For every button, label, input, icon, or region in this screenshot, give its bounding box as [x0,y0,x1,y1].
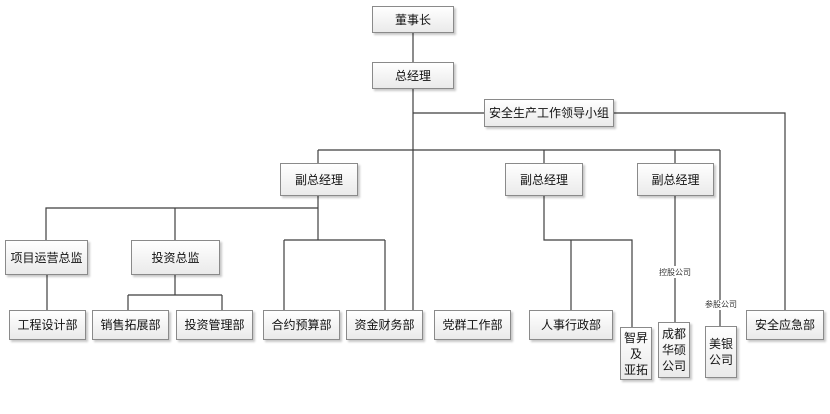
node-chengdu-huashuo: 成都 华硕 公司 [658,322,690,378]
node-safety-emergency: 安全应急部 [746,310,824,340]
edge-invest [127,275,223,310]
node-sales-expansion: 销售拓展部 [92,310,169,340]
node-investment-director: 投资总监 [131,240,220,275]
node-zhisheng-yatuo: 智昇 及 亚拓 [620,327,652,380]
node-vice-gm-2: 副总经理 [505,163,583,196]
node-engineering-design: 工程设计部 [9,310,86,340]
node-safety-group: 安全生产工作领导小组 [484,99,614,127]
node-vice-gm-1: 副总经理 [280,163,358,196]
node-investment-mgmt: 投资管理部 [176,310,253,340]
node-party-work: 党群工作部 [434,310,511,340]
node-finance: 资金财务部 [346,310,423,340]
edge-safety-branch [413,112,786,310]
edge-vgm2 [543,196,633,327]
edge-vgm-bus [317,149,720,163]
node-meiyin: 美银 公司 [705,326,737,378]
node-general-manager: 总经理 [372,62,454,89]
edge-label-holding: 控股公司 [658,268,692,278]
node-contract-budget: 合约预算部 [263,310,340,340]
edge-vgm1 [45,196,319,240]
edge-vgm1-lower [283,239,386,310]
node-chairman: 董事长 [372,6,454,33]
edge-label-equity: 参股公司 [704,300,738,310]
node-project-director: 项目运营总监 [5,240,88,275]
node-hr-admin: 人事行政部 [529,310,613,340]
node-vice-gm-3: 副总经理 [637,163,714,196]
